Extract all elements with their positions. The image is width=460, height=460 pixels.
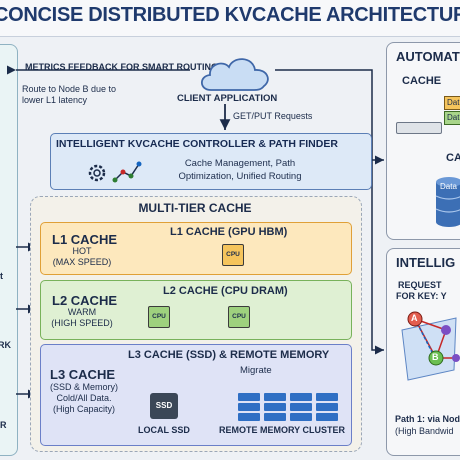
left-edge-text-3: R <box>0 420 7 430</box>
controller-sub-line1: Cache Management, Path <box>184 158 296 169</box>
automation-cache-label: CACHE <box>402 75 442 87</box>
page-title: CONCISE DISTRIBUTED KVCACHE ARCHITECTURE <box>0 4 460 26</box>
node-b-label: B <box>432 352 439 362</box>
l3-desc-line2: Cold/All Data. <box>56 393 112 403</box>
title-bar <box>0 0 460 37</box>
get-put-requests-label: GET/PUT Requests <box>233 111 313 121</box>
automation-panel-title: AUTOMATI <box>396 49 460 64</box>
migrate-label: Migrate <box>240 365 272 376</box>
request-label-line1: REQUEST <box>398 280 442 290</box>
path-description-line1: Path 1: via Nod <box>395 414 460 424</box>
l2-cache-name: L2 CACHE <box>52 293 118 308</box>
controller-title: INTELLIGENT KVCACHE CONTROLLER & PATH FI… <box>56 138 338 150</box>
path-description-line2: (High Bandwid <box>395 426 454 436</box>
cloud-icon <box>200 58 269 91</box>
l1-desc-line1: HOT <box>72 246 92 256</box>
l1-header: L1 CACHE (GPU HBM) <box>170 226 288 238</box>
multi-tier-title: MULTI-TIER CACHE <box>138 201 252 215</box>
l2-desc-line1: WARM <box>67 307 97 317</box>
l1-gpu-chip-icon: CPU <box>222 244 244 266</box>
l3-desc-line3: (High Capacity) <box>52 404 116 414</box>
network-path-diagram <box>401 311 460 381</box>
l2-cache-box <box>40 280 352 340</box>
database-data-tag: Data <box>440 182 457 191</box>
controller-sub-line2: Optimization, Unified Routing <box>178 171 302 182</box>
local-ssd-label: LOCAL SSD <box>138 425 190 435</box>
controller-box <box>50 133 372 190</box>
gear-icon <box>88 164 106 182</box>
l3-cache-name: L3 CACHE <box>50 367 116 382</box>
l1-cache-box <box>40 222 352 275</box>
cache-server-icon <box>396 122 442 134</box>
l2-header: L2 CACHE (CPU DRAM) <box>163 285 288 297</box>
ssd-icon: SSD <box>150 393 178 419</box>
metrics-feedback-label: METRICS FEEDBACK FOR SMART ROUTING <box>25 62 218 72</box>
node-a-label: A <box>411 313 418 323</box>
client-to-right-line <box>275 69 384 355</box>
server-rack-icon <box>238 393 338 421</box>
l1-desc-line2: (MAX SPEED) <box>52 257 112 267</box>
request-label-line2: FOR KEY: Y <box>396 291 447 301</box>
path-graph-icon <box>112 161 142 183</box>
intelligence-panel-title: INTELLIG <box>396 255 456 270</box>
left-panel <box>0 44 18 456</box>
left-edge-text-2: RK <box>0 340 11 350</box>
l2-desc-line2: (HIGH SPEED) <box>51 318 113 328</box>
l1-cache-name: L1 CACHE <box>52 232 118 247</box>
left-edge-text-1: t <box>0 271 3 281</box>
data-tag-2: Dat <box>444 111 460 125</box>
l3-header: L3 CACHE (SSD) & REMOTE MEMORY <box>128 349 330 361</box>
route-note-line1: Route to Node B due to <box>22 84 117 94</box>
remote-memory-cluster-label: REMOTE MEMORY CLUSTER <box>219 425 346 435</box>
l3-desc-line1: (SSD & Memory) <box>49 382 118 392</box>
data-tag-1: Dat <box>444 96 460 110</box>
database-icon <box>435 177 460 227</box>
l2-cpu-chip-icon-2: CPU <box>228 306 250 328</box>
route-note-line2: lower L1 latency <box>22 95 88 105</box>
l2-cpu-chip-icon-1: CPU <box>148 306 170 328</box>
client-application-label: CLIENT APPLICATION <box>177 93 278 104</box>
automation-ca-label: CA <box>446 152 460 164</box>
